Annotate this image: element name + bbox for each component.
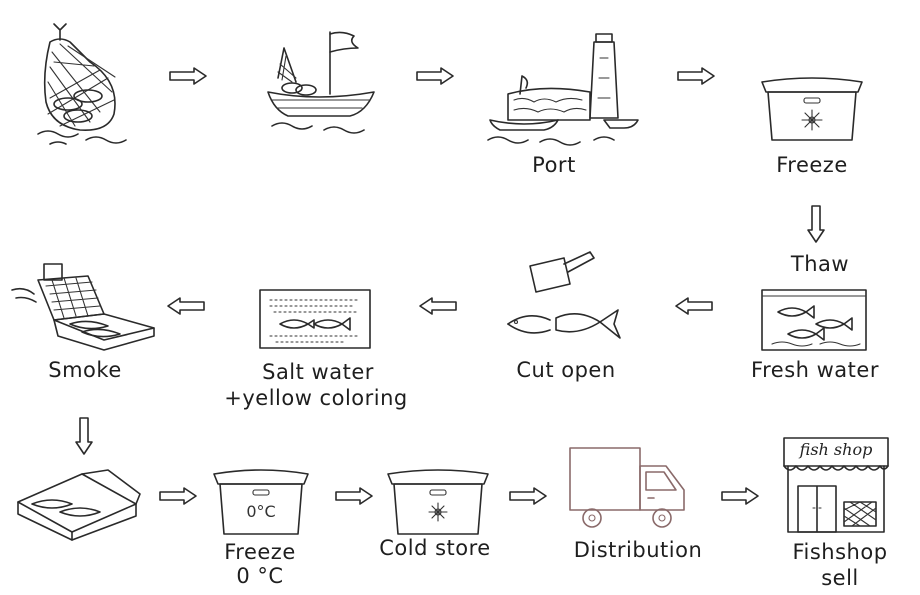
arrow-right-3 — [676, 66, 716, 90]
step-fishshop-label: Fishshop — [792, 540, 888, 564]
salt-water-tank-icon — [256, 286, 374, 358]
arrow-right-5 — [334, 486, 374, 510]
step-salt-water-label2: +yellow coloring — [224, 386, 408, 410]
step-freeze2-label2: 0 °C — [236, 564, 284, 588]
step-thaw-label: Thaw — [790, 252, 850, 276]
arrow-right-1 — [168, 66, 208, 90]
step-smoke-label: Smoke — [48, 358, 122, 382]
freezer-zero-icon: 0°C — [212, 466, 310, 538]
arrow-left-2 — [418, 296, 458, 320]
arrow-right-7 — [720, 486, 760, 510]
step-freeze1-label: Freeze — [776, 153, 848, 177]
arrow-right-6 — [508, 486, 548, 510]
step-port-label: Port — [532, 153, 576, 177]
port-lighthouse-icon — [484, 28, 644, 148]
step-salt-water-label: Salt water — [262, 360, 374, 384]
fishing-boat-icon — [262, 28, 382, 138]
delivery-truck-icon — [566, 444, 690, 534]
step-cut-open-label: Cut open — [516, 358, 616, 382]
freezer-box-icon — [760, 72, 864, 144]
cleaver-fish-icon — [500, 244, 630, 344]
fresh-water-tank-icon — [758, 284, 870, 354]
step-fresh-water-label: Fresh water — [751, 358, 879, 382]
cold-store-box-icon — [386, 466, 490, 538]
freezer-temp-text: 0°C — [246, 502, 276, 521]
arrow-left-3 — [166, 296, 206, 320]
step-distribution-label: Distribution — [573, 538, 703, 562]
shop-sign-text: fish shop — [799, 440, 873, 459]
open-box-icon — [12, 466, 141, 541]
step-freeze2-label: Freeze — [224, 540, 296, 564]
arrow-left-1 — [674, 296, 714, 320]
arrow-right-2 — [415, 66, 455, 90]
fishing-net-icon — [30, 22, 140, 152]
step-fishshop-label2: sell — [821, 566, 859, 590]
smoker-icon — [8, 258, 160, 354]
arrow-down-1 — [806, 204, 826, 248]
arrow-down-2 — [74, 416, 94, 460]
fish-shop-icon: fish shop — [780, 432, 892, 536]
step-cold-store-label: Cold store — [379, 536, 491, 560]
arrow-right-4 — [158, 486, 198, 510]
